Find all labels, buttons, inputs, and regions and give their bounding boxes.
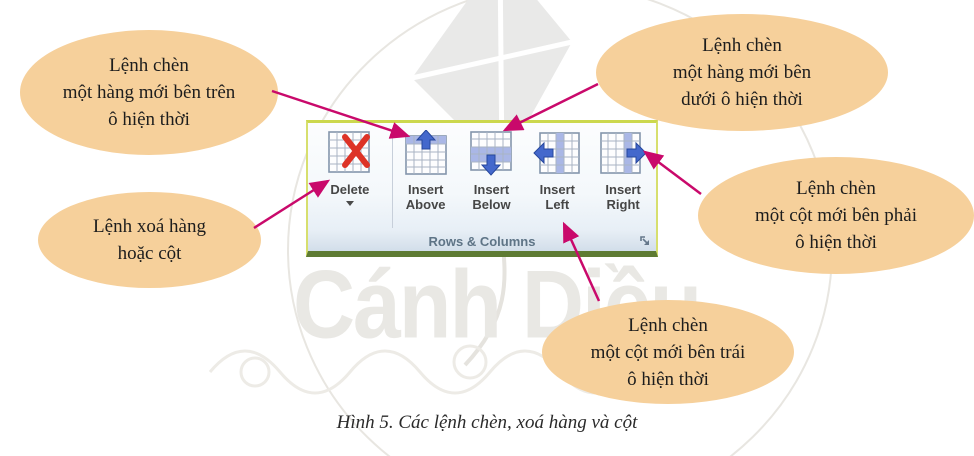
callout-line: một hàng mới bên trên bbox=[62, 82, 236, 103]
insert-left-label-line2: Left bbox=[545, 197, 570, 212]
figure-caption: Hình 5. Các lệnh chèn, xoá hàng và cột bbox=[336, 412, 638, 433]
ribbon-group-footer: Rows & Columns bbox=[308, 231, 656, 251]
callout-line: Lệnh xoá hàng bbox=[93, 216, 206, 237]
delete-dropdown-arrow-icon[interactable] bbox=[345, 201, 354, 206]
insert-above-label-line2: Above bbox=[405, 197, 446, 212]
callout-insert-below: Lệnh chèn một hàng mới bên dưới ô hiện t… bbox=[596, 14, 888, 131]
insert-above-label-line1: Insert bbox=[407, 182, 444, 197]
insert-below-label-line1: Insert bbox=[473, 182, 510, 197]
insert-below-label-line2: Below bbox=[472, 197, 511, 212]
table-insert-left-icon bbox=[533, 132, 581, 174]
insert-right-label-line1: Insert bbox=[605, 182, 641, 197]
insert-right-label-line2: Right bbox=[606, 197, 640, 212]
callout-line: hoặc cột bbox=[117, 243, 182, 264]
callout-line: ô hiện thời bbox=[627, 368, 709, 390]
insert-right-button-label: Insert Right bbox=[605, 182, 640, 212]
callout-line: ô hiện thời bbox=[795, 232, 877, 253]
callout-line: một hàng mới bên bbox=[672, 62, 812, 83]
callout-line: một cột mới bên trái bbox=[590, 341, 746, 363]
insert-below-button-label: Insert Below bbox=[472, 182, 510, 212]
callout-line: Lệnh chèn bbox=[628, 314, 708, 336]
callout-line: Lệnh chèn bbox=[796, 178, 876, 199]
insert-left-button[interactable]: Insert Left bbox=[524, 130, 590, 212]
insert-left-button-label: Insert Left bbox=[540, 182, 575, 212]
insert-above-button-label: Insert Above bbox=[406, 182, 446, 212]
dialog-launcher-icon[interactable] bbox=[639, 235, 652, 248]
insert-below-button[interactable]: Insert Below bbox=[459, 130, 525, 212]
callout-line: dưới ô hiện thời bbox=[681, 89, 803, 110]
insert-left-label-line1: Insert bbox=[539, 182, 575, 197]
callout-line: Lệnh chèn bbox=[109, 55, 189, 76]
delete-button[interactable]: Delete bbox=[308, 130, 392, 206]
ribbon-group-label: Rows & Columns bbox=[428, 233, 536, 249]
callout-line: Lệnh chèn bbox=[702, 35, 782, 56]
table-insert-right-icon bbox=[600, 132, 647, 174]
table-insert-above-icon bbox=[404, 130, 447, 175]
table-insert-below-icon bbox=[470, 131, 513, 176]
callout-line: ô hiện thời bbox=[108, 109, 190, 130]
ribbon-button-row: Delete Insert Above bbox=[308, 123, 656, 231]
ribbon-group-rows-columns: Delete Insert Above bbox=[306, 120, 658, 257]
insert-right-button[interactable]: Insert Right bbox=[590, 130, 656, 212]
callout-insert-right: Lệnh chèn một cột mới bên phải ô hiện th… bbox=[698, 157, 974, 274]
table-delete-icon bbox=[328, 131, 370, 173]
callout-delete: Lệnh xoá hàng hoặc cột bbox=[38, 192, 261, 288]
delete-button-label: Delete bbox=[330, 182, 370, 197]
callout-insert-above: Lệnh chèn một hàng mới bên trên ô hiện t… bbox=[20, 30, 278, 155]
callout-line: một cột mới bên phải bbox=[754, 205, 918, 226]
insert-above-button[interactable]: Insert Above bbox=[393, 130, 459, 212]
callout-insert-left: Lệnh chèn một cột mới bên trái ô hiện th… bbox=[542, 300, 794, 404]
